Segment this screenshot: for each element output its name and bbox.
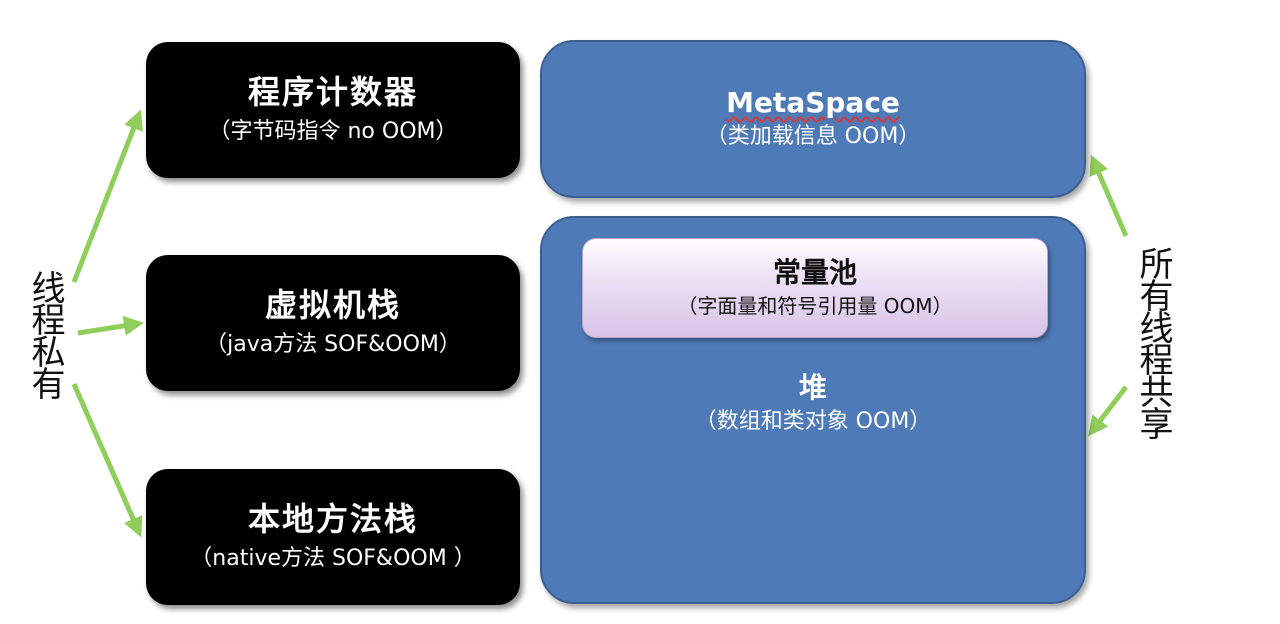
arrow-to-program-counter bbox=[71, 109, 143, 283]
heap-title: 堆 bbox=[798, 371, 827, 404]
program-counter-box: 程序计数器 （字节码指令 no OOM） bbox=[146, 42, 520, 178]
vm-stack-title: 虚拟机栈 bbox=[264, 286, 401, 324]
heap-text: 堆 （数组和类对象 OOM） bbox=[542, 370, 1084, 438]
thread-private-label: 线程私有 bbox=[25, 270, 65, 398]
native-stack-subtitle: （native方法 SOF&OOM ） bbox=[190, 546, 476, 571]
program-counter-subtitle: （字节码指令 no OOM） bbox=[208, 119, 458, 144]
vm-stack-box: 虚拟机栈 （java方法 SOF&OOM） bbox=[146, 255, 520, 391]
vm-stack-subtitle: （java方法 SOF&OOM） bbox=[205, 332, 461, 357]
arrow-to-heap bbox=[1088, 385, 1128, 437]
heap-subtitle: （数组和类对象 OOM） bbox=[694, 409, 932, 434]
metaspace-title: MetaSpace bbox=[726, 86, 900, 119]
constant-pool-box: 常量池 （字面量和符号引用量 OOM） bbox=[582, 238, 1048, 338]
arrow-to-vm-stack bbox=[77, 315, 144, 336]
metaspace-box: MetaSpace （类加载信息 OOM） bbox=[540, 40, 1086, 198]
program-counter-title: 程序计数器 bbox=[247, 73, 418, 111]
thread-shared-label: 所有线程共享 bbox=[1133, 246, 1173, 438]
arrow-to-native-stack bbox=[71, 382, 143, 538]
constant-pool-title: 常量池 bbox=[772, 256, 857, 289]
native-stack-box: 本地方法栈 （native方法 SOF&OOM ） bbox=[146, 469, 520, 605]
arrow-to-metaspace bbox=[1089, 154, 1129, 237]
native-stack-title: 本地方法栈 bbox=[247, 500, 418, 538]
metaspace-subtitle: （类加载信息 OOM） bbox=[705, 124, 921, 149]
heap-box: 常量池 （字面量和符号引用量 OOM） 堆 （数组和类对象 OOM） bbox=[540, 216, 1086, 604]
constant-pool-subtitle: （字面量和符号引用量 OOM） bbox=[677, 294, 953, 318]
